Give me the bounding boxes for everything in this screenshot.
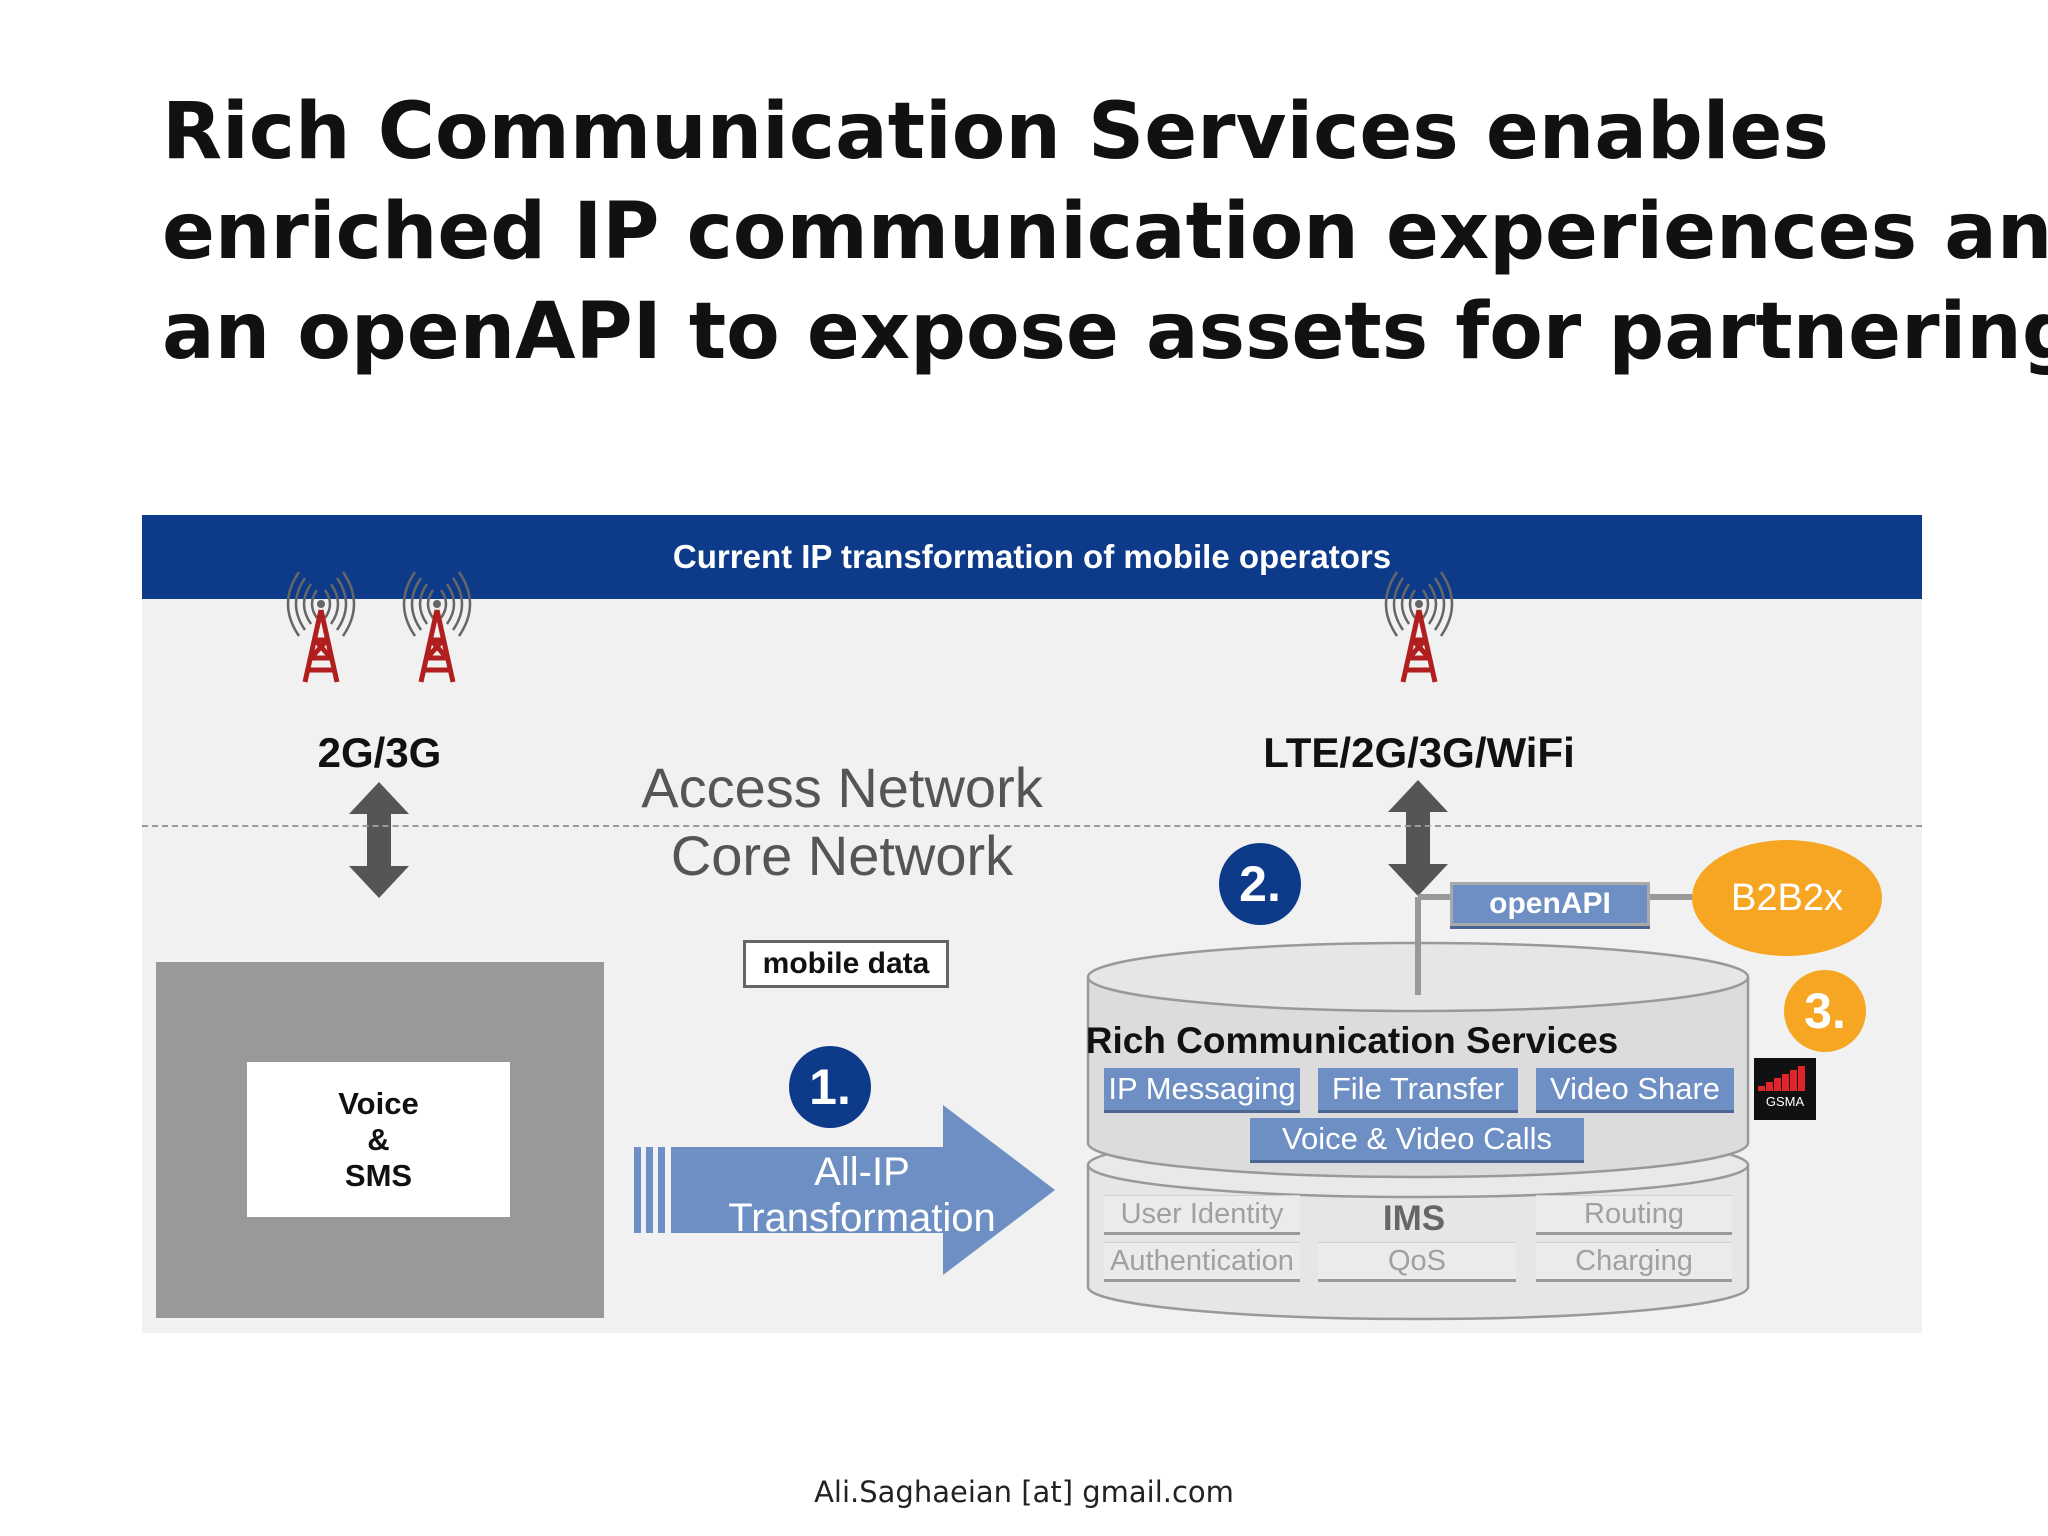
step-3-badge: 3. xyxy=(1784,970,1866,1052)
legacy-network-box: Voice & SMS xyxy=(156,962,604,1318)
all-ip-line-1: All-IP xyxy=(814,1150,910,1194)
tower-icon-left-a xyxy=(288,572,354,682)
sms-label: SMS xyxy=(344,1157,413,1193)
service-file-transfer: File Transfer xyxy=(1318,1068,1518,1110)
b2b2x-bubble: B2B2x xyxy=(1692,840,1882,956)
all-ip-line-2: Transformation xyxy=(728,1196,996,1240)
service-ip-messaging: IP Messaging xyxy=(1104,1068,1300,1110)
footer-credit: Ali.Saghaeian [at] gmail.com xyxy=(814,1475,1234,1509)
core-network-label: Core Network xyxy=(670,824,1014,887)
ampersand-label: & xyxy=(367,1121,390,1157)
ims-user-identity: User Identity xyxy=(1104,1195,1300,1235)
gsma-wordmark: GSMA xyxy=(1765,1094,1805,1109)
ims-charging: Charging xyxy=(1536,1242,1732,1282)
ip-transformation-diagram: Current IP transformation of mobile oper… xyxy=(142,515,1922,1333)
gsma-logo: GSMA xyxy=(1754,1058,1816,1120)
step-1-badge: 1. xyxy=(789,1046,871,1128)
all-ip-arrow-icon xyxy=(634,1105,1055,1275)
voice-label: Voice xyxy=(338,1085,419,1121)
ims-routing: Routing xyxy=(1536,1195,1732,1235)
ims-authentication: Authentication xyxy=(1104,1242,1300,1282)
mobile-data-box: mobile data xyxy=(743,940,949,988)
rcs-title: Rich Communication Services xyxy=(1085,1020,1619,1061)
step-2-badge: 2. xyxy=(1219,843,1301,925)
title-line-1: Rich Communication Services enables xyxy=(162,87,1829,177)
access-network-label: Access Network xyxy=(641,756,1043,819)
double-arrow-right-icon xyxy=(1388,780,1448,896)
network-divider xyxy=(142,825,1922,827)
service-voice-video-calls: Voice & Video Calls xyxy=(1250,1118,1584,1160)
slide-title: Rich Communication Services enables enri… xyxy=(162,82,2048,382)
double-arrow-left-icon xyxy=(349,782,409,898)
title-line-2: enriched IP communication experiences an… xyxy=(162,187,2048,277)
diagram-banner: Current IP transformation of mobile oper… xyxy=(142,515,1922,599)
service-video-share: Video Share xyxy=(1536,1068,1734,1110)
ims-qos: QoS xyxy=(1318,1242,1516,1282)
all-ip-label: All-IP Transformation xyxy=(687,1149,1037,1241)
openapi-box: openAPI xyxy=(1450,882,1650,926)
right-tower-label: LTE/2G/3G/WiFi xyxy=(1263,729,1575,776)
left-tower-label: 2G/3G xyxy=(317,729,442,776)
tower-icon-right xyxy=(1386,572,1452,682)
title-line-3: an openAPI to expose assets for partneri… xyxy=(162,287,2048,377)
tower-icon-left-b xyxy=(404,572,470,682)
ims-label: IMS xyxy=(1382,1199,1446,1238)
voice-sms-box: Voice & SMS xyxy=(247,1062,510,1217)
